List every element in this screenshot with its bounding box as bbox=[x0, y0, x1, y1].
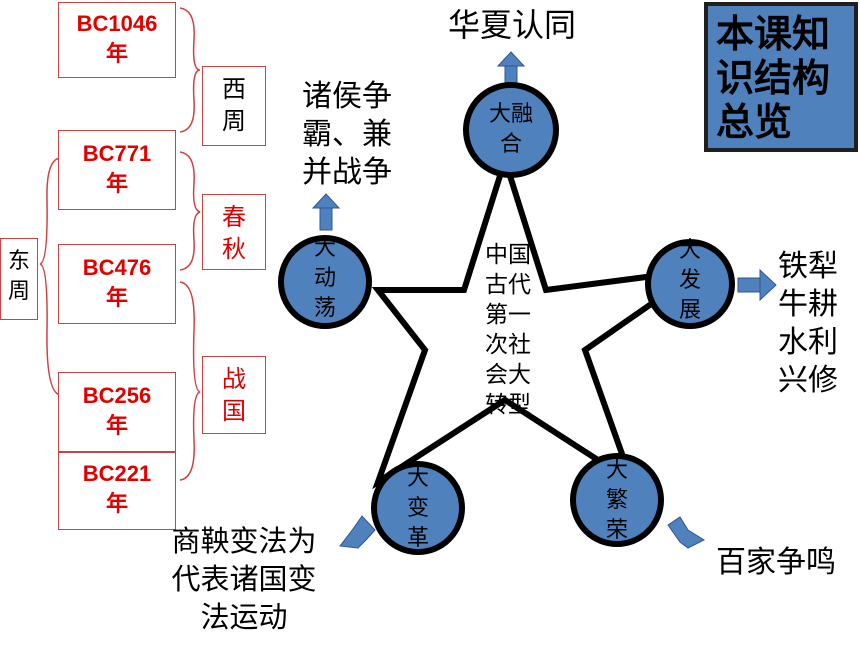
note-ronghe: 华夏认同 bbox=[448, 6, 577, 44]
arrow-right-fazhan bbox=[737, 268, 777, 302]
bracket-xizhou bbox=[179, 7, 201, 133]
node-label-fanrong: 大 繁 荣 bbox=[605, 458, 628, 543]
summary-box: 本课知识结构总览 bbox=[704, 2, 858, 152]
date-box-bc771: BC771 年 bbox=[58, 130, 176, 210]
note-biange: 商鞅变法为 代表诸国变 法运动 bbox=[171, 524, 317, 634]
date-box-bc221: BC221 年 bbox=[58, 452, 176, 530]
period-zhanguo: 战 国 bbox=[202, 356, 266, 434]
node-label-biange: 大 变 革 bbox=[406, 466, 429, 551]
center-star bbox=[371, 150, 702, 490]
date-box-bc476: BC476 年 bbox=[58, 244, 176, 324]
note-fazhan: 铁犁 牛耕 水利 兴修 bbox=[778, 249, 838, 398]
node-circle-dongdang bbox=[278, 235, 372, 329]
node-label-dongdang: 大 动 荡 bbox=[313, 236, 336, 321]
period-xizhou: 西 周 bbox=[202, 66, 266, 146]
arrow-right-fanrong bbox=[667, 516, 706, 549]
note-dongdang: 诸侯争 霸、兼 并战争 bbox=[302, 79, 392, 190]
date-box-bc1046: BC1046 年 bbox=[58, 2, 176, 78]
node-circle-fazhan bbox=[645, 239, 735, 329]
bracket-chunqiu bbox=[179, 151, 201, 271]
node-circle-fanrong bbox=[570, 453, 664, 547]
arrow-left-biange bbox=[339, 515, 376, 549]
bracket-dongzhou bbox=[39, 157, 61, 396]
arrow-up-ronghe bbox=[496, 51, 526, 85]
bracket-zhanguo bbox=[179, 281, 201, 481]
note-fanrong: 百家争鸣 bbox=[716, 545, 836, 580]
node-circle-biange bbox=[371, 461, 465, 555]
summary-title: 本课知识结构总览 bbox=[716, 12, 831, 144]
period-chunqiu: 春 秋 bbox=[202, 194, 266, 270]
center-text: 中国古代第一次社会大转型 bbox=[485, 242, 531, 418]
arrow-up-dongdang bbox=[311, 193, 341, 231]
node-label-ronghe: 大融 合 bbox=[488, 102, 533, 157]
node-circle-ronghe bbox=[463, 82, 559, 178]
date-box-bc256: BC256 年 bbox=[58, 372, 176, 452]
node-label-fazhan: 大 发 展 bbox=[678, 238, 701, 323]
period-dongzhou: 东 周 bbox=[0, 238, 38, 320]
